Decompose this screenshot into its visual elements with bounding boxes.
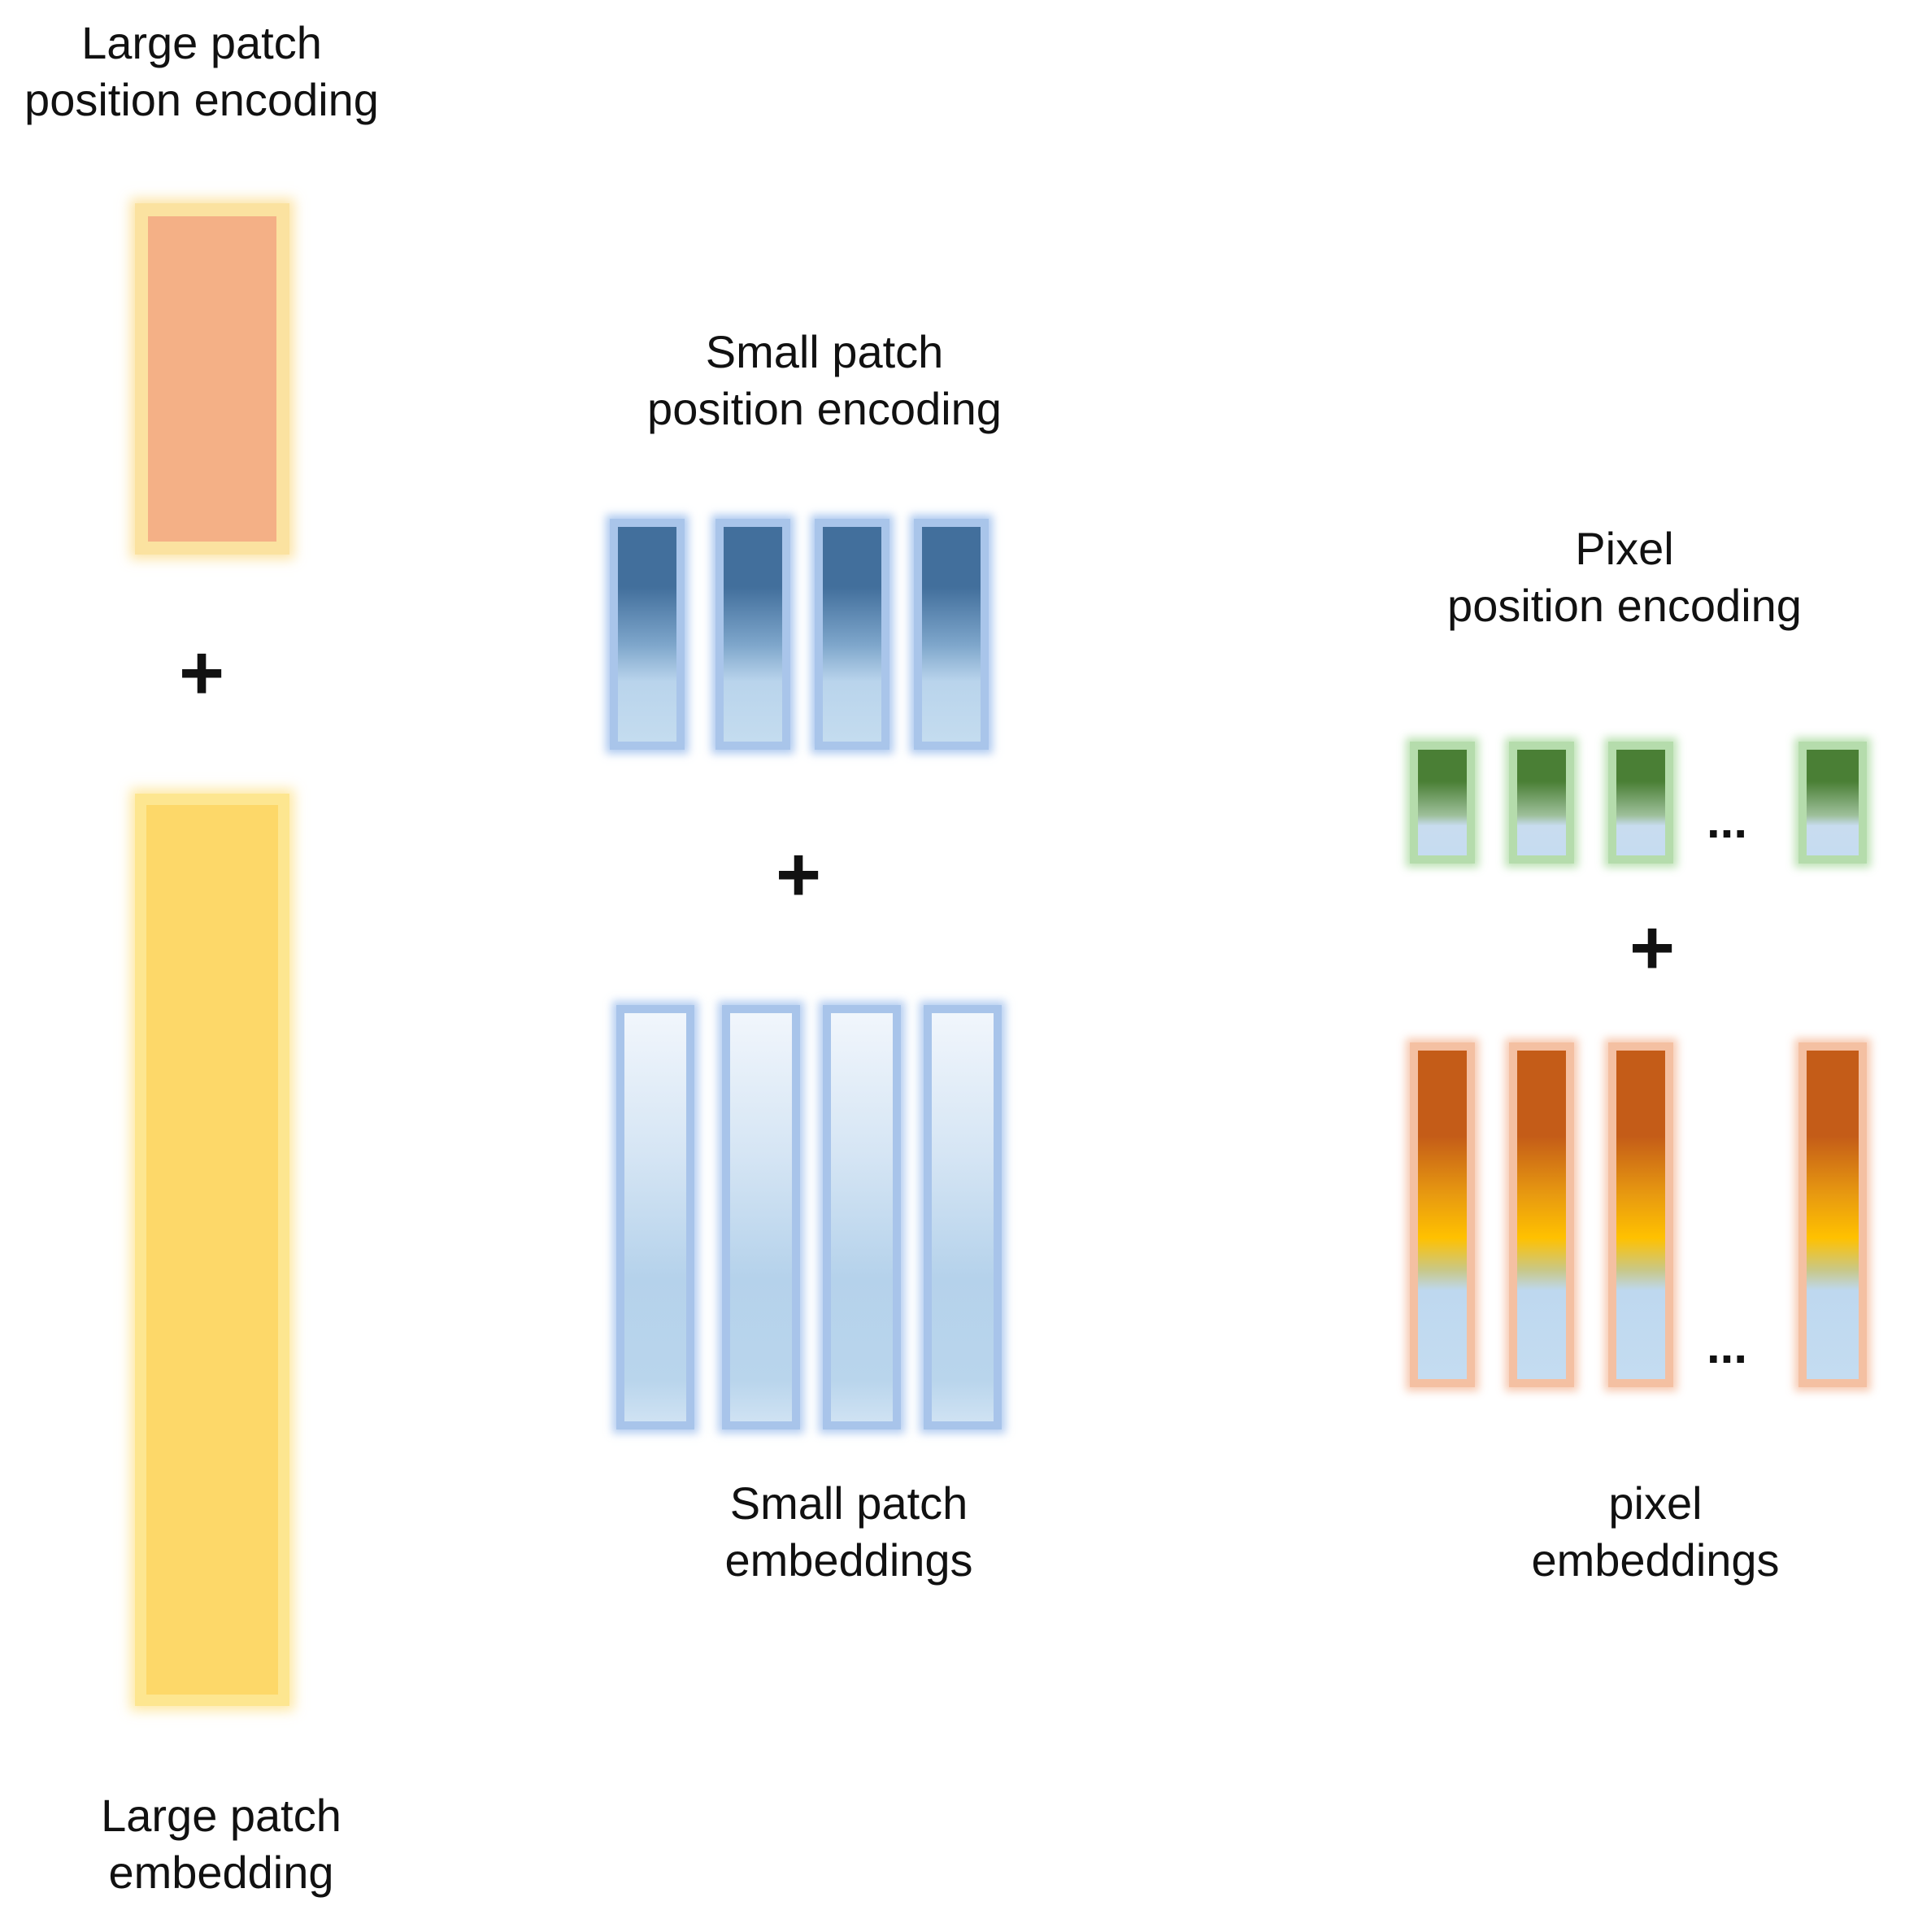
label-line: Small patch — [705, 326, 944, 377]
large-patch-position-encoding-block — [135, 203, 289, 555]
large-patch-embedding-block — [135, 794, 289, 1706]
pixel-embedding-block — [1509, 1042, 1574, 1387]
pixel-position-encoding-block — [1410, 742, 1475, 864]
pixel-embedding-block — [1608, 1042, 1673, 1387]
label-line: pixel — [1608, 1477, 1703, 1529]
label-line: position encoding — [24, 74, 379, 125]
label-line: Pixel — [1575, 523, 1674, 574]
label-line: Small patch — [729, 1477, 968, 1529]
pixel-position-encoding-label: Pixel position encoding — [1447, 520, 1802, 634]
plus-sign-pixel: + — [1629, 904, 1676, 991]
plus-sign-small: + — [775, 831, 822, 918]
label-line: Large patch — [101, 1790, 341, 1841]
small-patch-position-encoding-block — [914, 519, 989, 750]
ellipsis-pixel-embedding: ... — [1706, 1319, 1748, 1373]
label-line: position encoding — [1447, 580, 1802, 631]
small-patch-embedding-block — [823, 1005, 901, 1429]
small-patch-position-encoding-block — [815, 519, 889, 750]
plus-sign-large: + — [178, 629, 225, 716]
small-patch-embedding-block — [722, 1005, 800, 1429]
pixel-embedding-block — [1410, 1042, 1475, 1387]
small-patch-embeddings-label: Small patch embeddings — [724, 1475, 972, 1589]
pixel-position-encoding-block — [1798, 742, 1867, 864]
label-line: Large patch — [81, 17, 322, 68]
large-patch-embedding-label: Large patch embedding — [101, 1787, 341, 1901]
small-patch-position-encoding-block — [610, 519, 685, 750]
ellipsis-pixel-position: ... — [1706, 794, 1748, 848]
small-patch-embedding-block — [924, 1005, 1002, 1429]
label-line: embeddings — [724, 1534, 973, 1586]
small-patch-position-encoding-block — [715, 519, 790, 750]
large-patch-position-encoding-label: Large patch position encoding — [24, 15, 379, 128]
pixel-position-encoding-block — [1608, 742, 1673, 864]
label-line: embeddings — [1531, 1534, 1780, 1586]
pixel-embeddings-label: pixel embeddings — [1531, 1475, 1779, 1589]
pixel-embedding-block — [1798, 1042, 1867, 1387]
label-line: position encoding — [647, 383, 1002, 434]
label-line: embedding — [108, 1847, 334, 1898]
small-patch-embedding-block — [616, 1005, 694, 1429]
small-patch-position-encoding-label: Small patch position encoding — [647, 324, 1002, 437]
pixel-position-encoding-block — [1509, 742, 1574, 864]
